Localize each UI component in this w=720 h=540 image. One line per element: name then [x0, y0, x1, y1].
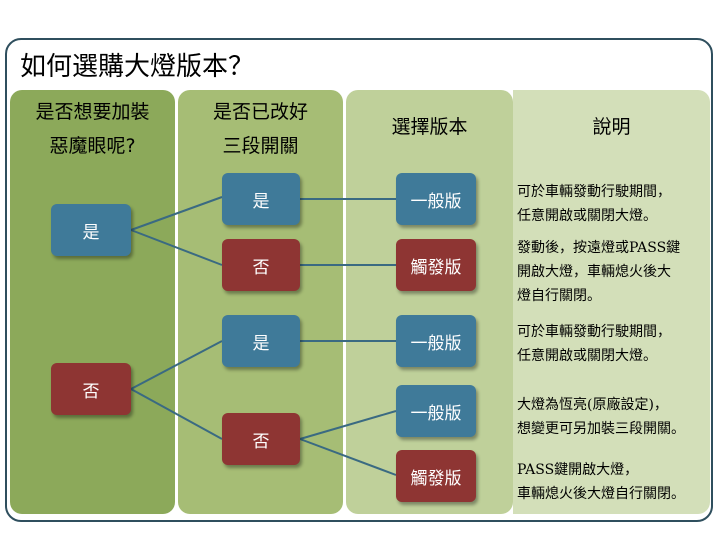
- version-box-3: 一般版: [396, 315, 476, 367]
- description-4: 大燈為恆亮(原廠設定)， 想變更可另加裝三段開關。: [517, 393, 685, 441]
- header-version: 選擇版本: [391, 116, 468, 138]
- header-question1: 是否想要加裝 惡魔眼呢?: [10, 97, 175, 161]
- description-2-line2: 開啟大燈，車輛熄火後大: [517, 264, 671, 280]
- column-question1: [10, 90, 175, 514]
- version-box-4: 一般版: [396, 385, 476, 437]
- q2-no-box-a: 否: [222, 239, 300, 291]
- header-question2-line2: 三段開關: [222, 135, 299, 157]
- description-3: 可於車輛發動行駛期間， 任意開啟或關閉大燈。: [517, 320, 671, 368]
- description-2-line3: 燈自行關閉。: [517, 288, 601, 304]
- q1-yes-box: 是: [51, 204, 131, 256]
- header-question1-line2: 惡魔眼呢?: [49, 135, 136, 157]
- q2-yes-box-b: 是: [222, 315, 300, 367]
- version-box-1: 一般版: [396, 173, 476, 225]
- q1-no-box: 否: [51, 363, 131, 415]
- header-question1-line1: 是否想要加裝: [35, 101, 150, 123]
- q2-yes-box-a: 是: [222, 173, 300, 225]
- description-1-line1: 可於車輛發動行駛期間，: [517, 184, 671, 200]
- description-4-line1: 大燈為恆亮(原廠設定)，: [517, 397, 668, 413]
- description-5: PASS鍵開啟大燈， 車輛熄火後大燈自行關閉。: [517, 458, 685, 506]
- header-question2-line1: 是否已改好: [212, 101, 308, 123]
- description-1-line2: 任意開啟或關閉大燈。: [517, 208, 657, 224]
- description-5-line2: 車輛熄火後大燈自行關閉。: [517, 486, 685, 502]
- description-4-line2: 想變更可另加裝三段開關。: [517, 421, 685, 437]
- header-explain: 說明: [592, 116, 631, 138]
- header-question2: 是否已改好 三段開關: [178, 97, 343, 161]
- description-3-line2: 任意開啟或關閉大燈。: [517, 348, 657, 364]
- description-5-line1: PASS鍵開啟大燈，: [517, 462, 639, 478]
- description-2-line1: 發動後，按遠燈或PASS鍵: [517, 240, 681, 256]
- column-explain: [513, 90, 710, 514]
- page-title: 如何選購大燈版本？: [20, 52, 255, 82]
- q2-no-box-b: 否: [222, 413, 300, 465]
- description-3-line1: 可於車輛發動行駛期間，: [517, 324, 671, 340]
- version-box-5: 觸發版: [396, 450, 476, 502]
- description-2: 發動後，按遠燈或PASS鍵 開啟大燈，車輛熄火後大 燈自行關閉。: [517, 236, 680, 308]
- version-box-2: 觸發版: [396, 239, 476, 291]
- description-1: 可於車輛發動行駛期間， 任意開啟或關閉大燈。: [517, 180, 671, 228]
